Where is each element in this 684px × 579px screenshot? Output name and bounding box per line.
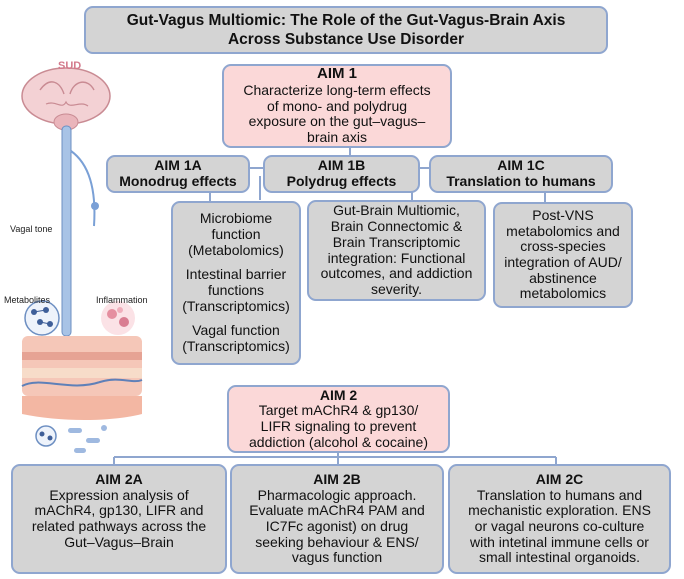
aim2c-box: AIM 2C Translation to humans and mechani… [448, 464, 671, 574]
aim1c-subtitle: Translation to humans [446, 173, 596, 189]
intestinal-tissue-icon [21, 336, 143, 420]
aim1c-heading: AIM 1C [497, 157, 545, 174]
aim1a-heading: AIM 1A [154, 157, 202, 174]
brain-icon [21, 67, 111, 131]
aim1b-subtitle: Polydrug effects [286, 173, 397, 189]
aim1a-detail-vagal: Vagal function (Transcriptomics) [182, 322, 290, 354]
aim1a-detail-box: Microbiome function (Metabolomics) Intes… [171, 201, 301, 365]
aim1a-subtitle: Monodrug effects [119, 173, 237, 189]
aim1a-box: AIM 1A Monodrug effects [106, 155, 250, 193]
gut-vagus-brain-illustration: SUD Vagal tone Metabolites Inflammation [0, 56, 170, 466]
aim1b-detail-text: Gut-Brain Multiomic, Brain Connectomic &… [320, 202, 473, 297]
aim1c-detail-text: Post-VNS metabolomics and cross-species … [504, 206, 622, 302]
aim2-heading: AIM 2 [319, 386, 358, 403]
aim1a-detail-barrier: Intestinal barrier functions (Transcript… [182, 266, 290, 314]
aim2a-box: AIM 2A Expression analysis of mAChR4, gp… [11, 464, 227, 574]
title-line-2: Across Substance Use Disorder [227, 31, 465, 48]
aim1c-detail-box: Post-VNS metabolomics and cross-species … [493, 202, 633, 308]
vagal-tone-label: Vagal tone [10, 224, 53, 234]
metabolites-label: Metabolites [4, 295, 51, 305]
aim2-box: AIM 2 Target mAChR4 & gp130/ LIFR signal… [227, 385, 450, 453]
aim1-heading: AIM 1 [316, 65, 357, 83]
aim2a-heading: AIM 2A [95, 471, 143, 487]
metabolites-icon [24, 300, 60, 336]
aim2b-box: AIM 2B Pharmacologic approach. Evaluate … [230, 464, 444, 574]
aim2c-text: Translation to humans and mechanistic ex… [468, 486, 651, 566]
inflammation-icon [101, 301, 135, 335]
aim2c-heading: AIM 2C [535, 471, 584, 487]
aim2-text: Target mAChR4 & gp130/ LIFR signaling to… [249, 402, 428, 450]
aim1b-detail-box: Gut-Brain Multiomic, Brain Connectomic &… [307, 200, 486, 301]
microbes-icon [35, 425, 107, 453]
title-line-1: Gut-Vagus Multiomic: The Role of the Gut… [126, 11, 566, 29]
aim1a-detail-microbiome: Microbiome function (Metabolomics) [188, 210, 284, 258]
aim2b-heading: AIM 2B [313, 471, 361, 487]
sud-label: SUD [58, 60, 82, 72]
aim1c-box: AIM 1C Translation to humans [429, 155, 613, 193]
aim2a-text: Expression analysis of mAChR4, gp130, LI… [31, 486, 207, 550]
aim1-text: Characterize long-term effects of mono- … [243, 82, 431, 146]
diagram-title: Gut-Vagus Multiomic: The Role of the Gut… [84, 6, 608, 54]
aim1b-heading: AIM 1B [317, 157, 366, 174]
aim1-box: AIM 1 Characterize long-term effects of … [222, 64, 452, 148]
aim1b-box: AIM 1B Polydrug effects [263, 155, 420, 193]
inflammation-label: Inflammation [96, 295, 148, 305]
illustration-graphic [21, 67, 143, 453]
aim2b-text: Pharmacologic approach. Evaluate mAChR4 … [249, 486, 425, 566]
